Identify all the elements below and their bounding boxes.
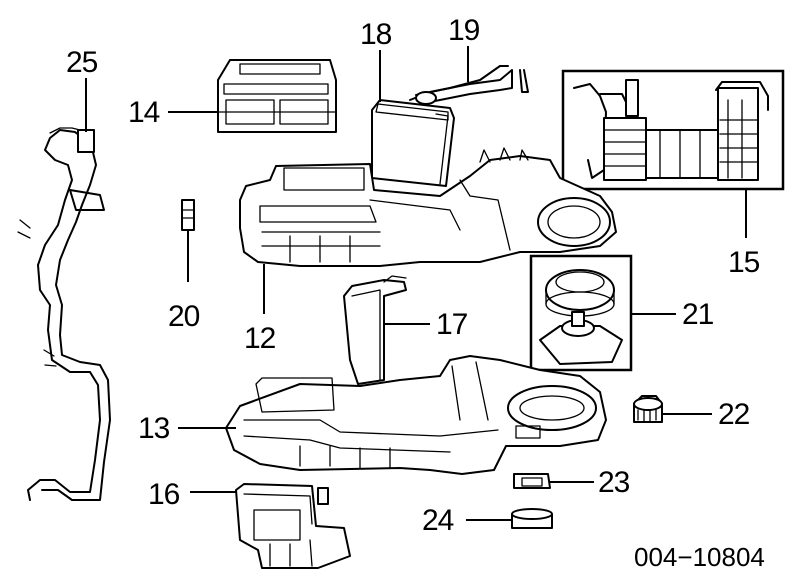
- part-22-actuator: [633, 395, 663, 423]
- callout-15: 15: [728, 246, 760, 279]
- callout-20: 20: [168, 300, 200, 333]
- part-13-lower-housing: [225, 355, 607, 475]
- callout-19: 19: [448, 14, 480, 47]
- callout-18: 18: [360, 18, 392, 51]
- part-16-mode-actuator: [235, 483, 351, 569]
- part-18-evaporator-core: [371, 99, 455, 187]
- part-19-refrigerant-lines: [409, 65, 529, 105]
- part-23-clip: [513, 473, 551, 489]
- callout-17: 17: [436, 308, 468, 341]
- callout-14: 14: [128, 96, 160, 129]
- part-21-blower-motor: [539, 269, 623, 365]
- part-15-box: [561, 69, 785, 191]
- diagram-code: 004−10804: [634, 542, 765, 572]
- part-20-sensor: [181, 199, 195, 231]
- callout-13: 13: [138, 412, 170, 445]
- callout-24: 24: [422, 504, 454, 537]
- callout-23: 23: [598, 466, 630, 499]
- part-17-duct: [343, 275, 407, 385]
- part-24-cap: [511, 508, 553, 529]
- part-14-air-door: [217, 59, 337, 133]
- part-25-wiring-harness: [17, 127, 111, 501]
- callout-25: 25: [66, 46, 98, 79]
- part-12-upper-housing: [239, 147, 617, 267]
- callout-22: 22: [718, 398, 750, 431]
- callout-21: 21: [682, 298, 714, 331]
- part-15-heater-core: [573, 79, 769, 181]
- callout-16: 16: [148, 478, 180, 511]
- callout-12: 12: [244, 322, 276, 355]
